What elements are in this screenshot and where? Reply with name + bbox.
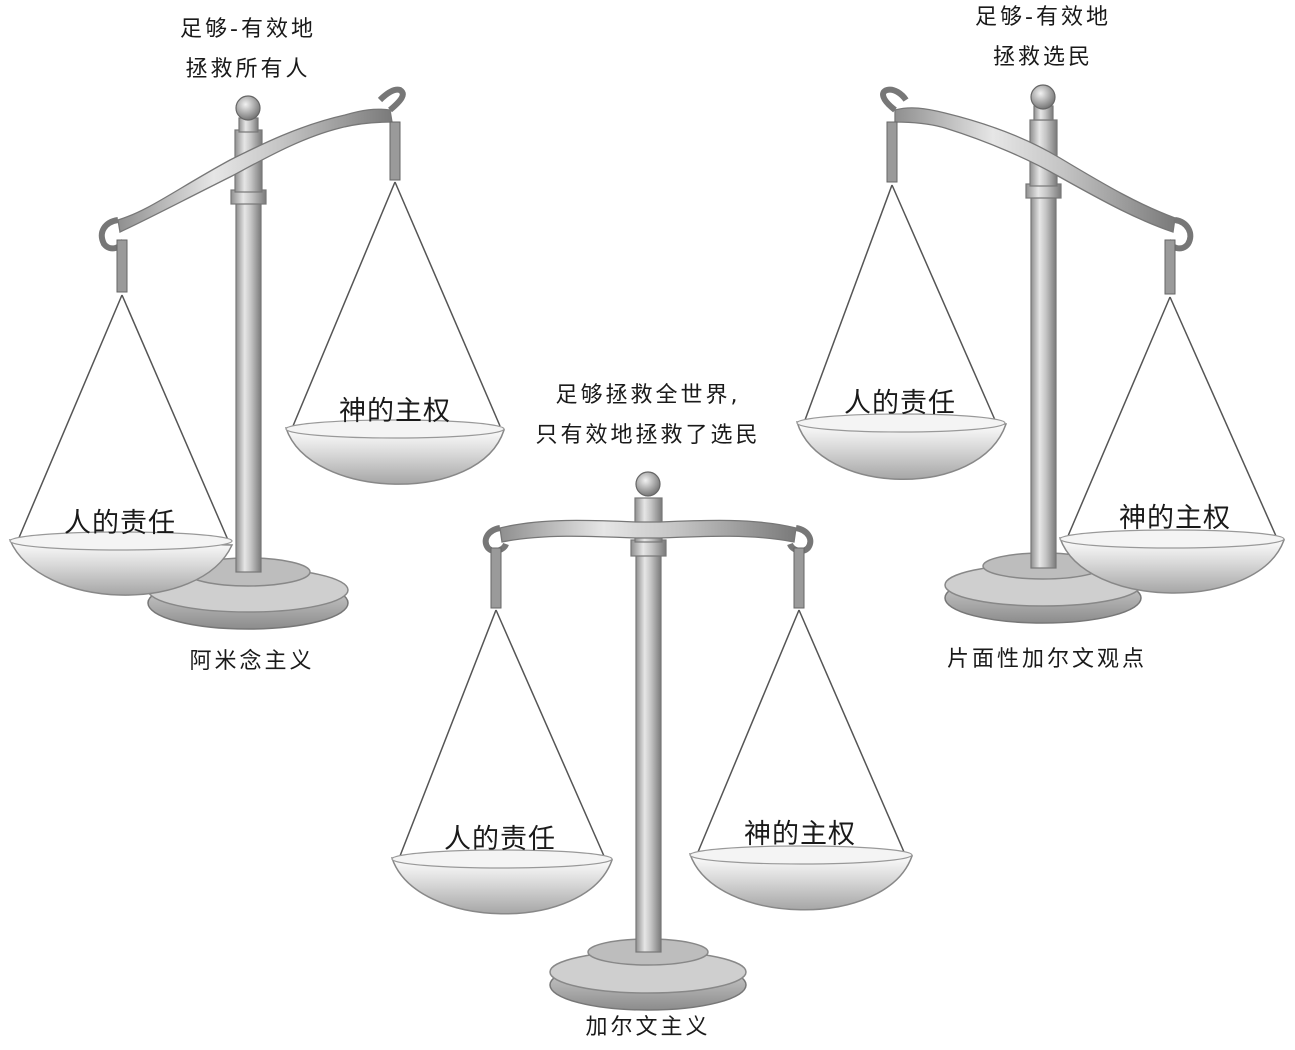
scale-pillar (1025, 84, 1062, 569)
bottom-caption: 阿米念主义 (189, 649, 314, 674)
top-caption-line1: 足够-有效地 (180, 17, 316, 42)
scale-beam (894, 107, 1176, 233)
left-pan-assembly: 人的责任 (390, 547, 614, 915)
scale-pillar (230, 95, 267, 573)
scale-pillar (630, 471, 667, 953)
right-pan-assembly: 神的主权 (688, 547, 914, 911)
top-caption-line2: 拯救选民 (993, 45, 1093, 70)
right-pan-assembly: 神的主权 (1058, 239, 1286, 594)
left-pan-assembly: 人的责任 (8, 239, 234, 596)
scale-beam (117, 108, 393, 233)
bottom-caption: 片面性加尔文观点 (947, 647, 1147, 672)
scale-arminianism: 足够-有效地 拯救所有人 人的责任 (8, 17, 506, 674)
bottom-caption: 加尔文主义 (585, 1015, 710, 1040)
right-pan-label: 神的主权 (744, 819, 856, 850)
top-caption-line1: 足够-有效地 (975, 5, 1111, 30)
scale-hyper-calvinism: 足够-有效地 拯救选民 人的责任 (795, 5, 1286, 672)
top-caption-line2: 只有效地拯救了选民 (535, 423, 760, 448)
right-pan-assembly: 神的主权 (284, 121, 506, 485)
top-caption-line2: 拯救所有人 (185, 57, 310, 82)
scale-calvinism: 足够拯救全世界, 只有效地拯救了选民 人的责任 (390, 383, 914, 1040)
left-pan-label: 人的责任 (64, 508, 176, 539)
left-pan-label: 人的责任 (444, 824, 556, 855)
top-caption-line1: 足够拯救全世界, (556, 383, 741, 408)
scale-beam (499, 519, 797, 543)
left-pan-label: 人的责任 (844, 388, 956, 419)
right-pan-label: 神的主权 (1119, 503, 1231, 534)
left-pan-assembly: 人的责任 (795, 121, 1008, 480)
right-pan-label: 神的主权 (339, 396, 451, 427)
